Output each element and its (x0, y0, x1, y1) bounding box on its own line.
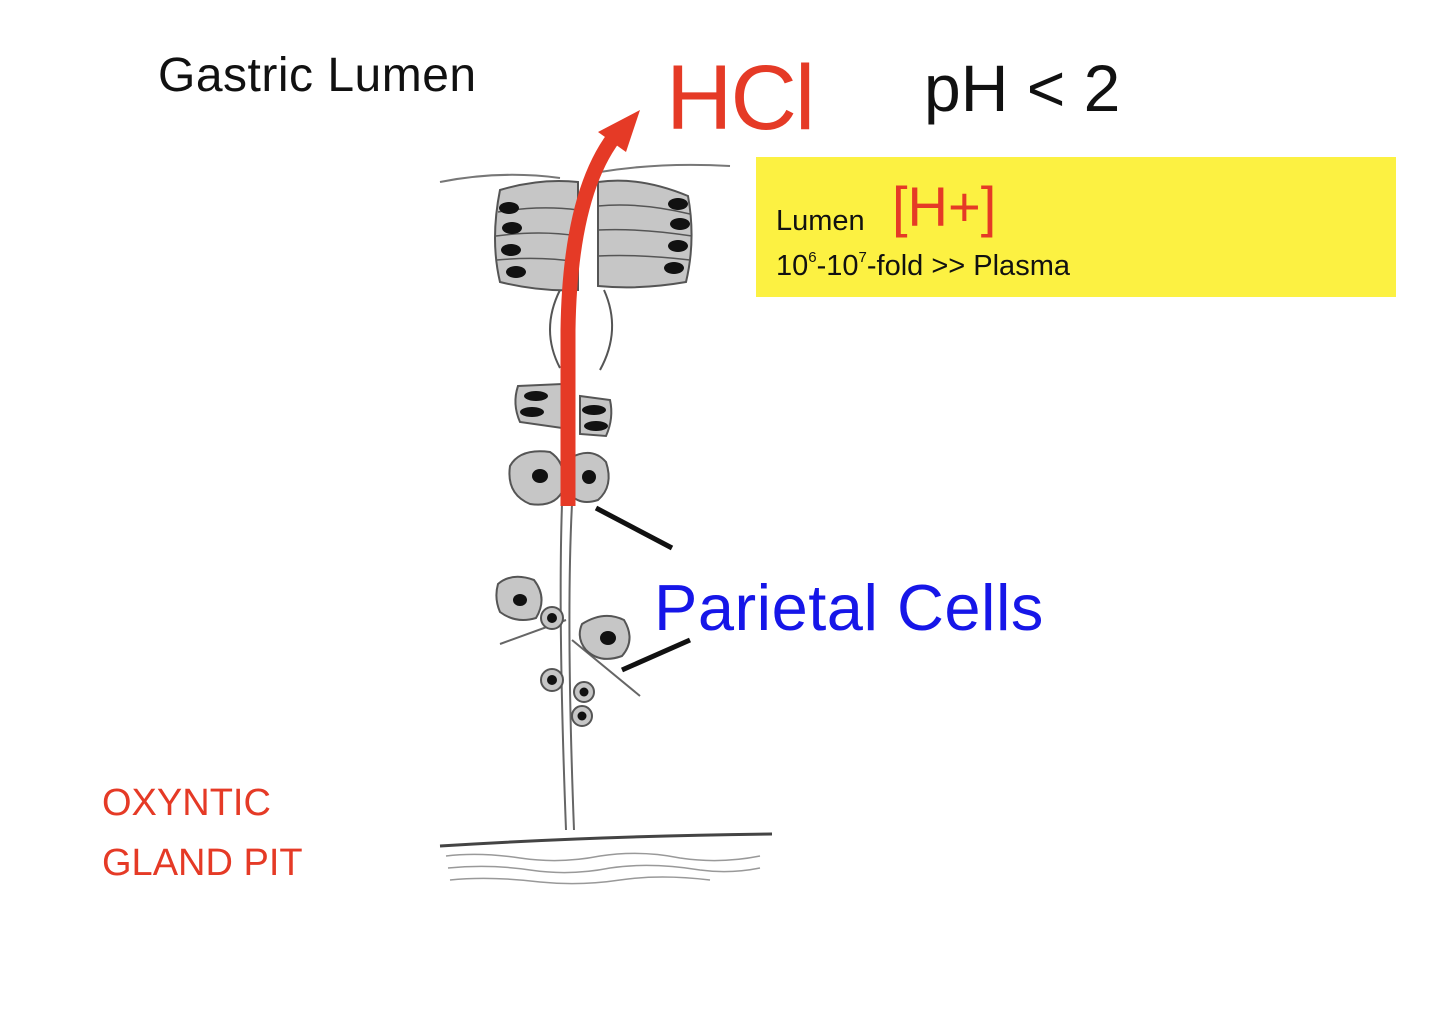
surface-line-right (599, 163, 731, 173)
gland-neck-left (549, 289, 561, 369)
surface-line-left (439, 173, 561, 183)
chief-cell-small-4 (571, 705, 593, 727)
chief-cell-small-2 (540, 668, 564, 692)
parietal-cells-label: Parietal Cells (654, 571, 1044, 644)
parietal-callout-upper (594, 505, 674, 551)
parietal-cell-lower-left (495, 575, 543, 621)
ph-label: pH < 2 (924, 51, 1121, 125)
note-lumen-label: Lumen (776, 205, 865, 237)
parietal-callout-lower (620, 637, 692, 673)
gland-label-line2: GLAND PIT (102, 842, 303, 884)
lamina-propria-texture (445, 852, 761, 885)
chief-cell-small-1 (540, 606, 564, 630)
gland-label-line1: OXYNTIC (102, 782, 271, 824)
parietal-cell-upper-left (508, 450, 566, 506)
parietal-cell-upper-right (569, 451, 610, 503)
gland-branch (571, 639, 641, 697)
surface-epithelium-left (494, 180, 579, 292)
surface-epithelium-right (597, 179, 693, 289)
gland-lumen-left (559, 503, 567, 831)
hcl-label: HCl (666, 47, 815, 149)
mucous-neck-cells (514, 382, 613, 438)
gastric-lumen-label: Gastric Lumen (158, 49, 477, 102)
parietal-cell-lower-right (578, 614, 631, 660)
chief-cell-small-3 (573, 681, 595, 703)
note-h-ion-label: [H+] (892, 175, 997, 238)
note-fold-text: 106-107-fold >> Plasma (776, 249, 1070, 282)
hcl-secretion-arrow (560, 127, 624, 506)
gland-neck-right (599, 289, 613, 371)
gland-lumen-right (568, 503, 575, 831)
hcl-arrowhead (598, 110, 640, 152)
basement-line (439, 832, 773, 848)
h-ion-concentration-note: Lumen [H+] 106-107-fold >> Plasma (756, 157, 1396, 297)
